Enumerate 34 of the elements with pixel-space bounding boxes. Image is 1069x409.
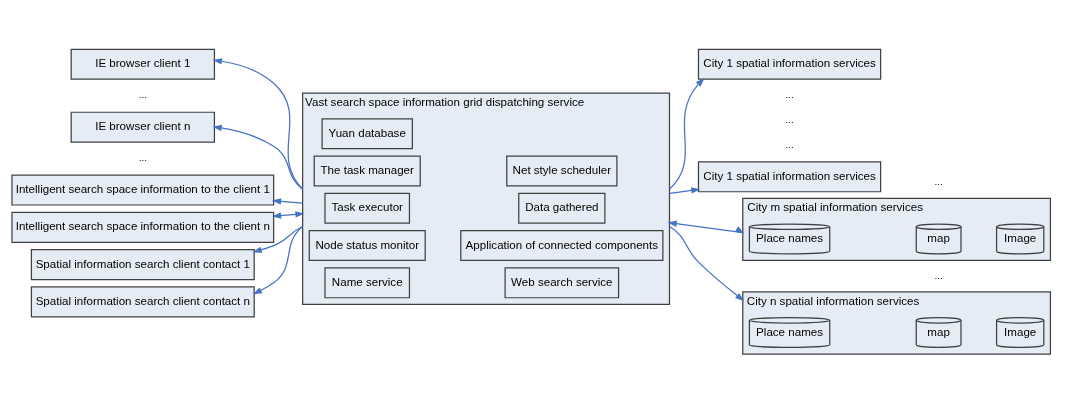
arrow: [212, 124, 304, 190]
arrow: [667, 220, 745, 234]
node-box: City 1 spatial information services: [697, 160, 882, 192]
node-box: Net style scheduler: [506, 155, 618, 187]
node-box: Application of connected components: [460, 229, 664, 261]
node-box: Node status monitor: [308, 229, 426, 261]
label: ...: [138, 151, 147, 163]
label: ...: [785, 138, 794, 150]
node-box: City 1 spatial information services: [697, 48, 882, 80]
node-box: Spatial information search client contact n: [30, 285, 255, 317]
node-box: Web search service: [504, 266, 620, 298]
label: ...: [934, 269, 943, 281]
arrow: [212, 57, 304, 190]
node-box: Data gathered: [518, 192, 606, 224]
node-box: Yuan database: [321, 117, 413, 149]
arrow: [272, 197, 304, 204]
label: ...: [138, 88, 147, 100]
label: ...: [785, 88, 794, 100]
label: ...: [785, 113, 794, 125]
node-box: IE browser client 1: [70, 48, 216, 80]
arrow: [252, 225, 304, 294]
arrow: [668, 225, 745, 301]
node-box: Task executor: [324, 192, 411, 224]
arrow: [272, 210, 305, 219]
arrow: [252, 225, 304, 253]
node-box: IE browser client n: [70, 111, 216, 143]
node-box: Name service: [324, 266, 411, 298]
label: ...: [934, 175, 943, 187]
arrow: [668, 186, 701, 194]
node-box: Spatial information search client contact 1: [30, 248, 255, 280]
arrow: [668, 77, 705, 190]
node-box: The task manager: [313, 155, 421, 187]
node-box: Intelligent search space information to the client 1: [11, 174, 275, 206]
node-box: Intelligent search space information to the client n: [11, 211, 275, 243]
